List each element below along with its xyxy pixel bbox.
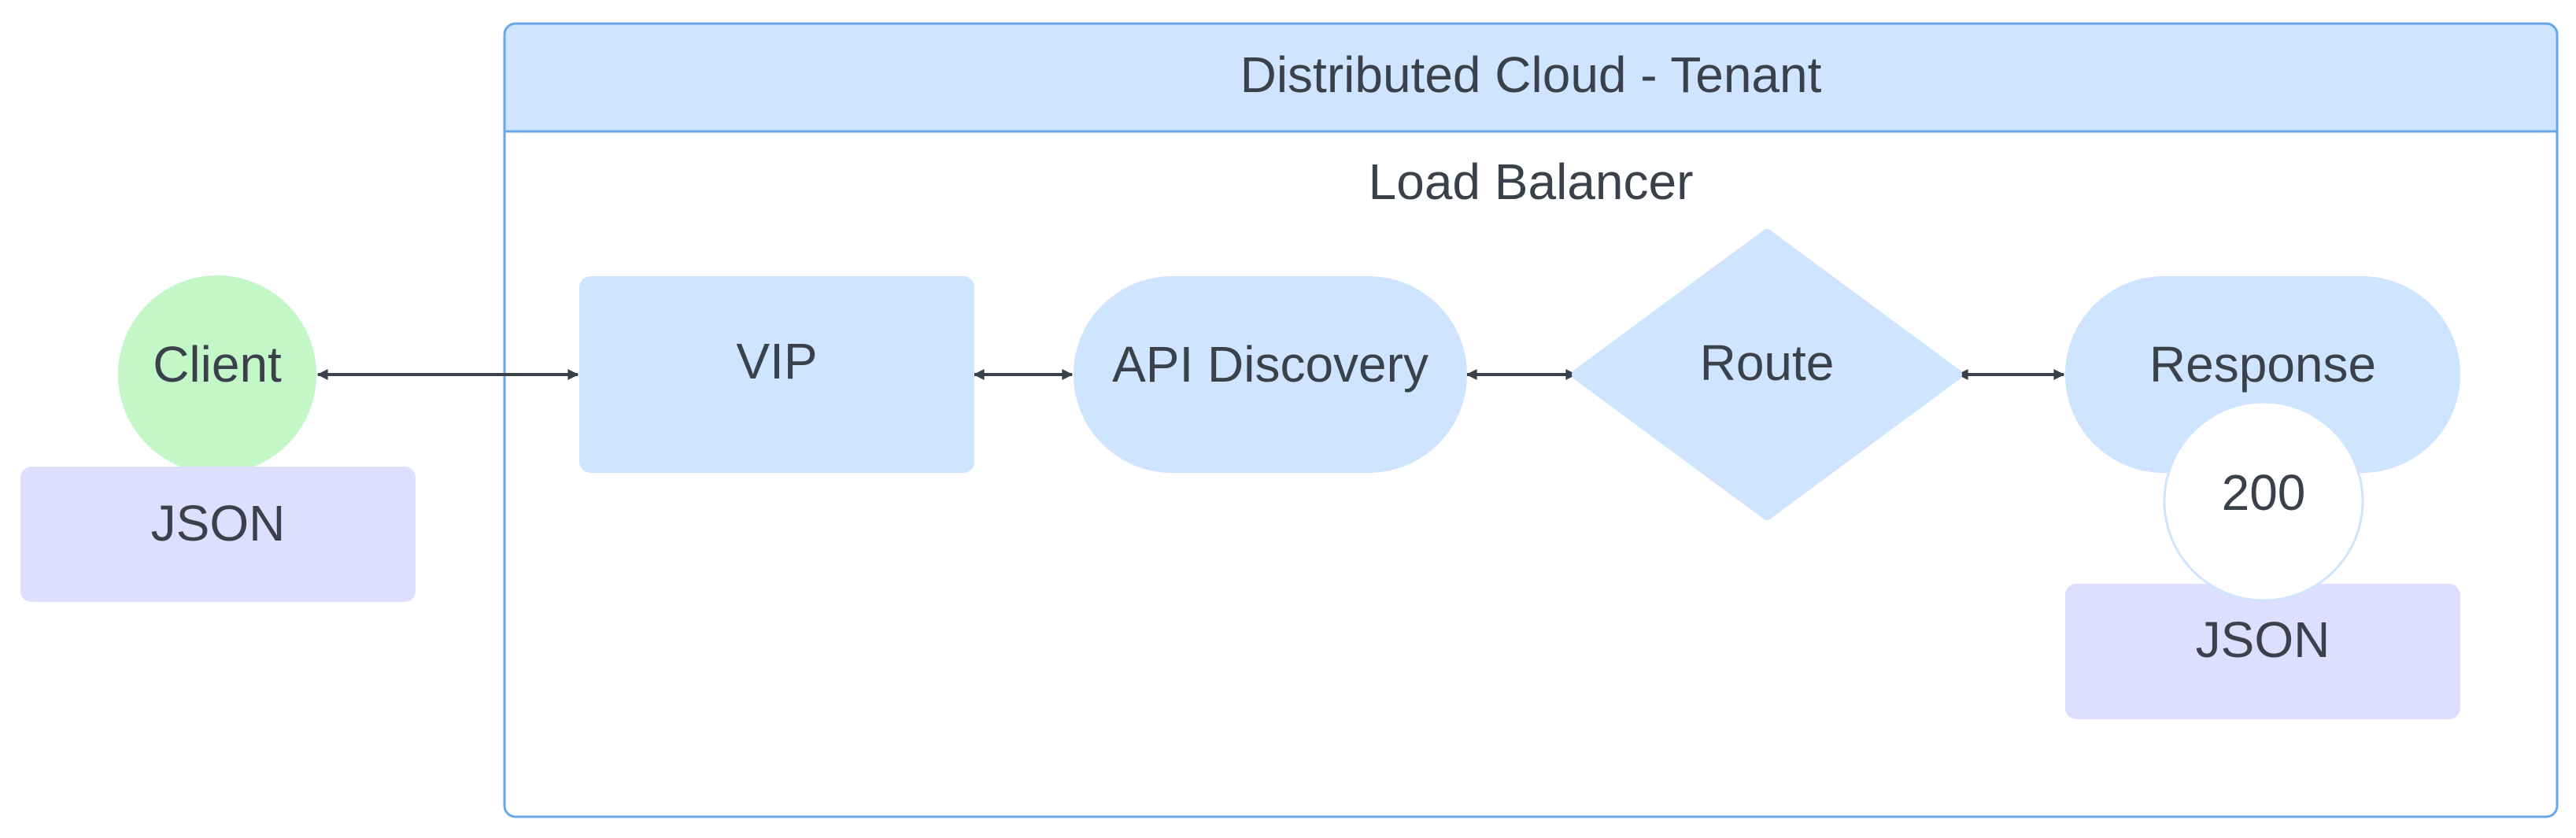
client-node: Client	[118, 275, 316, 474]
status-code-badge: 200	[2163, 401, 2364, 602]
response-payload-label: JSON	[2196, 611, 2330, 668]
tenant-header-band	[503, 22, 2559, 133]
api-discovery-label: API Discovery	[1112, 336, 1428, 393]
status-code-label: 200	[2222, 464, 2306, 521]
tenant-title: Distributed Cloud - Tenant	[1240, 46, 1822, 103]
vip-box	[579, 276, 974, 473]
response-node: Response	[2065, 276, 2460, 473]
route-label: Route	[1700, 334, 1835, 391]
client-payload-box	[20, 467, 416, 602]
route-diamond	[1572, 229, 1962, 520]
client-circle	[118, 275, 316, 474]
response-pill	[2065, 276, 2460, 473]
client-payload: JSON	[20, 467, 416, 602]
response-label: Response	[2149, 336, 2376, 393]
route-node: Route	[1572, 229, 1962, 520]
client-payload-label: JSON	[151, 495, 286, 552]
status-code-circle	[2163, 401, 2364, 602]
api-discovery-pill	[1074, 276, 1467, 473]
tenant-container: Distributed Cloud - Tenant Load Balancer	[503, 22, 2559, 818]
api-discovery-node: API Discovery	[1074, 276, 1467, 473]
response-payload-box	[2065, 584, 2460, 719]
response-payload: JSON	[2065, 584, 2460, 719]
vip-label: VIP	[736, 333, 817, 389]
client-label: Client	[153, 336, 282, 393]
vip-node: VIP	[579, 276, 974, 473]
load-balancer-label: Load Balancer	[1369, 153, 1694, 210]
